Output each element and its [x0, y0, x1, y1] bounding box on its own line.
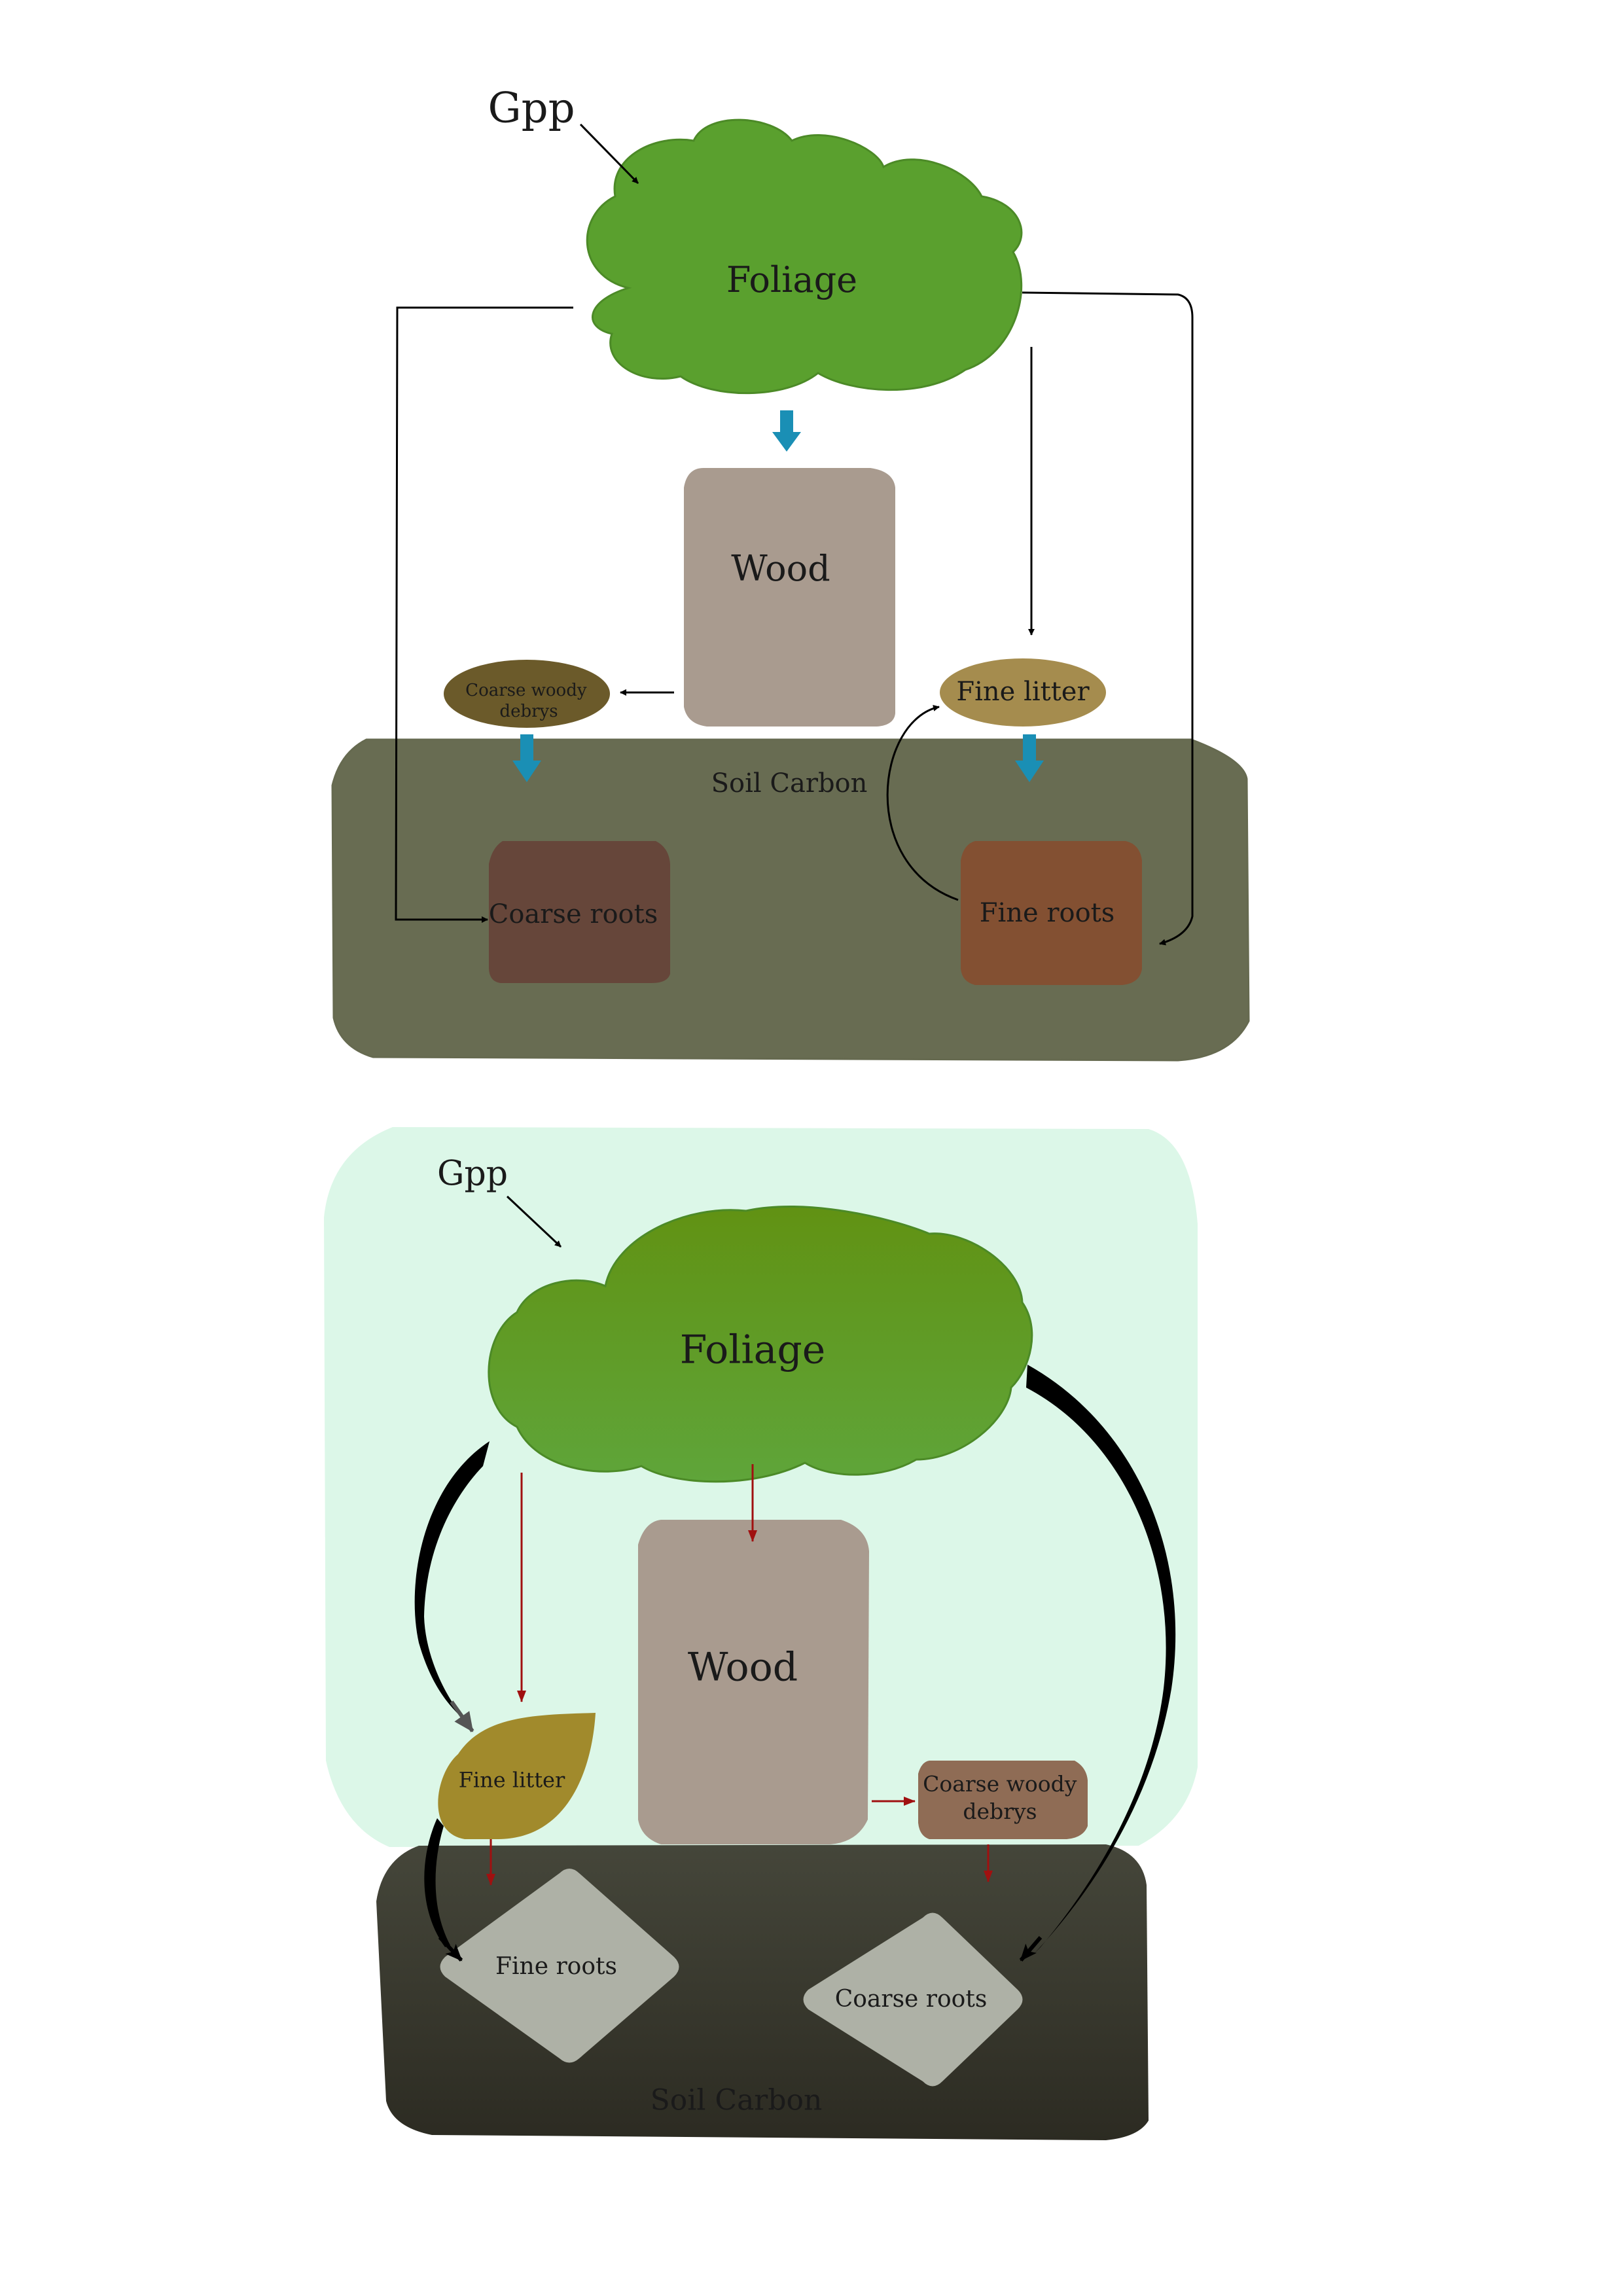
bottom-fine-litter-label: Fine litter: [459, 1768, 565, 1793]
bottom-cwd-label-line1: Coarse woody: [923, 1771, 1077, 1797]
bottom-diagram: Gpp Foliage Wood Fine litter Coarse wood…: [324, 1127, 1198, 2140]
bottom-arrow-foliage-to-fine-litter-head: [450, 1700, 474, 1732]
bottom-gpp-label: Gpp: [437, 1155, 508, 1194]
bottom-swoosh-litter-to-fine-roots: [424, 1818, 450, 1947]
top-diagram: Gpp Foliage Wood Coarse woody debrys Fin…: [331, 84, 1250, 1062]
top-coarse-woody-debris: [444, 660, 610, 728]
bottom-wood-box: [638, 1520, 869, 1844]
bottom-coarse-roots-diamond: [803, 1912, 1023, 2087]
bottom-cwd-label: Coarse woody debrys: [923, 1771, 1084, 1824]
bottom-fine-roots-label: Fine roots: [495, 1953, 617, 1980]
bottom-arrow-gpp-to-foliage: [506, 1195, 562, 1248]
bottom-foliage-cloud: [488, 1205, 1033, 1483]
top-fine-roots-box: [961, 841, 1142, 985]
top-foliage-label: Foliage: [726, 259, 857, 300]
top-blue-arrow-litter-to-soil: [1015, 734, 1044, 782]
top-blue-arrow-cwd-to-soil: [512, 734, 541, 782]
top-fine-litter-label: Fine litter: [956, 677, 1090, 707]
bottom-wood-label: Wood: [688, 1645, 798, 1691]
bottom-swoosh-foliage-to-fine-litter: [414, 1441, 490, 1721]
top-arrow-fine-roots-to-fine-litter: [886, 704, 959, 901]
bottom-swoosh-foliage-to-coarse-roots: [1026, 1365, 1176, 1954]
top-cwd-label-line2: debrys: [499, 702, 558, 721]
top-coarse-roots-box: [489, 841, 670, 983]
top-fine-litter: [940, 658, 1106, 726]
top-wood-label: Wood: [731, 548, 830, 589]
top-gpp-label: Gpp: [488, 84, 575, 133]
top-coarse-roots-label: Coarse roots: [489, 899, 658, 929]
top-cwd-label-line1: Coarse woody: [465, 681, 587, 700]
bottom-arrow-coarse-roots-head: [1019, 1936, 1043, 1962]
bottom-foliage-label: Foliage: [680, 1327, 826, 1373]
top-soil-carbon-label: Soil Carbon: [711, 768, 868, 798]
top-arrow-foliage-to-coarse-roots: [395, 306, 573, 923]
bottom-fine-litter-leaf: [438, 1713, 596, 1839]
top-wood-box: [684, 468, 895, 726]
bottom-coarse-woody-debris-box: [918, 1761, 1088, 1839]
top-cwd-label: Coarse woody debrys: [465, 681, 592, 721]
top-foliage-cloud: [586, 118, 1023, 395]
bottom-soil-carbon-label: Soil Carbon: [651, 2084, 823, 2117]
bottom-fine-roots-diamond: [440, 1869, 679, 2063]
top-arrow-gpp-to-foliage: [579, 123, 639, 185]
bottom-coarse-roots-label: Coarse roots: [835, 1986, 988, 2013]
bottom-arrow-fine-roots-head: [438, 1935, 463, 1962]
bottom-cwd-label-line2: debrys: [963, 1799, 1037, 1824]
top-fine-roots-label: Fine roots: [980, 898, 1115, 928]
top-arrow-foliage-to-fine-roots: [1022, 291, 1194, 946]
top-blue-arrow-foliage-to-wood: [772, 410, 801, 452]
